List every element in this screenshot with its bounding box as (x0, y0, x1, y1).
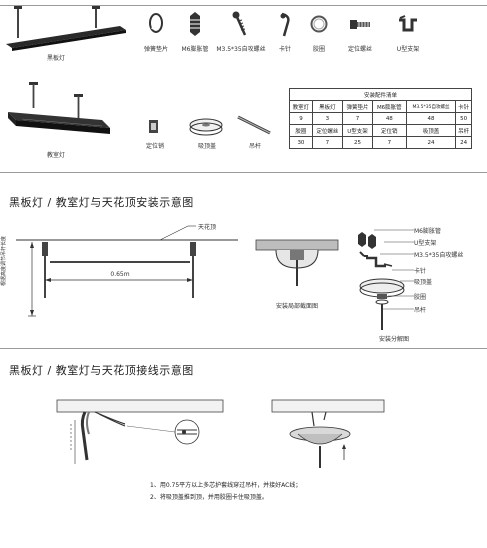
blackboard-lamp-illustration (6, 6, 126, 51)
table-cell: 9 (289, 112, 313, 125)
table-cell: 48 (405, 112, 457, 125)
section-view-label: 安装局部截面图 (275, 303, 319, 310)
table-cell: 7 (372, 136, 407, 149)
table-cell: 弹簧垫片 (341, 100, 374, 113)
table-header-row: 教室灯 黑板灯 弹簧垫片 M6膨胀管 M3.5*35自攻螺丝 卡针 (289, 100, 472, 113)
table-cell: 卡针 (455, 100, 472, 113)
pin-label: 卡针 (278, 46, 292, 53)
rod-height-label: 根据高度调节吊杆长度 (1, 235, 7, 286)
wiring-diagram-left (56, 399, 224, 464)
install-side-view-diagram (16, 225, 238, 317)
table-cell: 黑板灯 (311, 100, 343, 113)
u-bracket-icon (399, 15, 417, 32)
ceiling-cover-label: 吸顶盖 (197, 143, 217, 150)
table-cell: 教室灯 (289, 100, 313, 113)
install-section-view-diagram (255, 239, 339, 286)
table-cell: 50 (455, 112, 472, 125)
table-cell: 25 (341, 136, 374, 149)
ceiling-label: 天花顶 (198, 224, 217, 231)
spring-washer-label: 弹簧垫片 (143, 46, 169, 53)
table-cell: 3 (311, 112, 343, 125)
gasket-label: 胶圈 (312, 46, 326, 53)
classroom-lamp-label: 教室灯 (46, 152, 66, 159)
table-cell: 48 (372, 112, 407, 125)
blackboard-lamp-label: 黑板灯 (46, 55, 66, 62)
rod-label: 吊杆 (248, 143, 262, 150)
table-row: 9 3 7 48 48 50 (289, 112, 472, 125)
section-divider (0, 172, 487, 173)
table-title: 安装配件清单 (289, 88, 472, 101)
m6-anchor-label: M6膨胀管 (181, 46, 209, 53)
table-header-row: 胶圈 定位螺丝 U型支架 定位销 吸顶盖 吊杆 (289, 124, 472, 137)
callout-rod: 吊杆 (414, 307, 427, 314)
callout-ceiling-cover: 吸顶盖 (414, 279, 433, 286)
table-cell: 吸顶盖 (405, 124, 457, 137)
pin-icon (280, 12, 290, 37)
u-bracket-label: U型支架 (396, 46, 420, 53)
ceiling-cover-icon (189, 118, 223, 136)
install-exploded-view-diagram (358, 232, 405, 330)
locating-screw-icon (350, 20, 370, 29)
locating-pin-icon (149, 120, 158, 133)
m6-anchor-icon (190, 12, 200, 36)
spring-washer-icon (149, 13, 163, 33)
callout-m6-anchor: M6膨胀管 (414, 228, 441, 235)
gasket-icon (310, 15, 328, 33)
callout-pin: 卡针 (414, 268, 427, 275)
table-cell: 30 (289, 136, 313, 149)
table-title-row: 安装配件清单 (289, 88, 472, 101)
rod-icon (237, 115, 271, 135)
table-cell: 7 (311, 136, 343, 149)
callout-screw: M3.5*35自攻螺丝 (414, 252, 464, 259)
table-cell: 胶圈 (289, 124, 313, 137)
table-cell: 吊杆 (455, 124, 472, 137)
callout-leader-lines (374, 229, 414, 310)
top-rule (0, 5, 487, 6)
wiring-diagram-right (271, 399, 385, 468)
parts-list-table: 安装配件清单 教室灯 黑板灯 弹簧垫片 M6膨胀管 M3.5*35自攻螺丝 卡针… (289, 88, 472, 149)
wiring-note-2: 2、将吸顶盖推到顶，并用胶圈卡住吸顶盖。 (150, 494, 268, 501)
table-cell: 7 (341, 112, 374, 125)
callout-u-bracket: U型支架 (414, 240, 437, 247)
table-cell: 定位销 (372, 124, 407, 137)
table-cell: M3.5*35自攻螺丝 (405, 100, 457, 113)
locating-pin-label: 定位销 (145, 143, 165, 150)
locating-screw-label: 定位螺丝 (347, 46, 373, 53)
callout-gasket: 胶圈 (414, 294, 427, 301)
table-cell: 24 (455, 136, 472, 149)
screw-icon (232, 11, 247, 36)
wiring-section-title: 黑板灯 / 教室灯与天花顶接线示意图 (9, 364, 194, 377)
table-cell: U型支架 (341, 124, 374, 137)
table-row: 30 7 25 7 24 24 (289, 136, 472, 149)
wiring-note-1: 1、用0.75平方以上多芯护套线穿过吊杆，并接好AC线； (150, 482, 302, 489)
table-cell: M6膨胀管 (372, 100, 407, 113)
classroom-lamp-illustration (8, 82, 110, 134)
install-section-title: 黑板灯 / 教室灯与天花顶安装示意图 (9, 196, 194, 209)
section-divider (0, 348, 487, 349)
table-cell: 定位螺丝 (311, 124, 343, 137)
screw-label: M3.5*35自攻螺丝 (216, 46, 266, 53)
table-cell: 24 (405, 136, 457, 149)
distance-label: 0.65m (110, 271, 130, 278)
exploded-view-label: 安装分解图 (378, 336, 410, 343)
